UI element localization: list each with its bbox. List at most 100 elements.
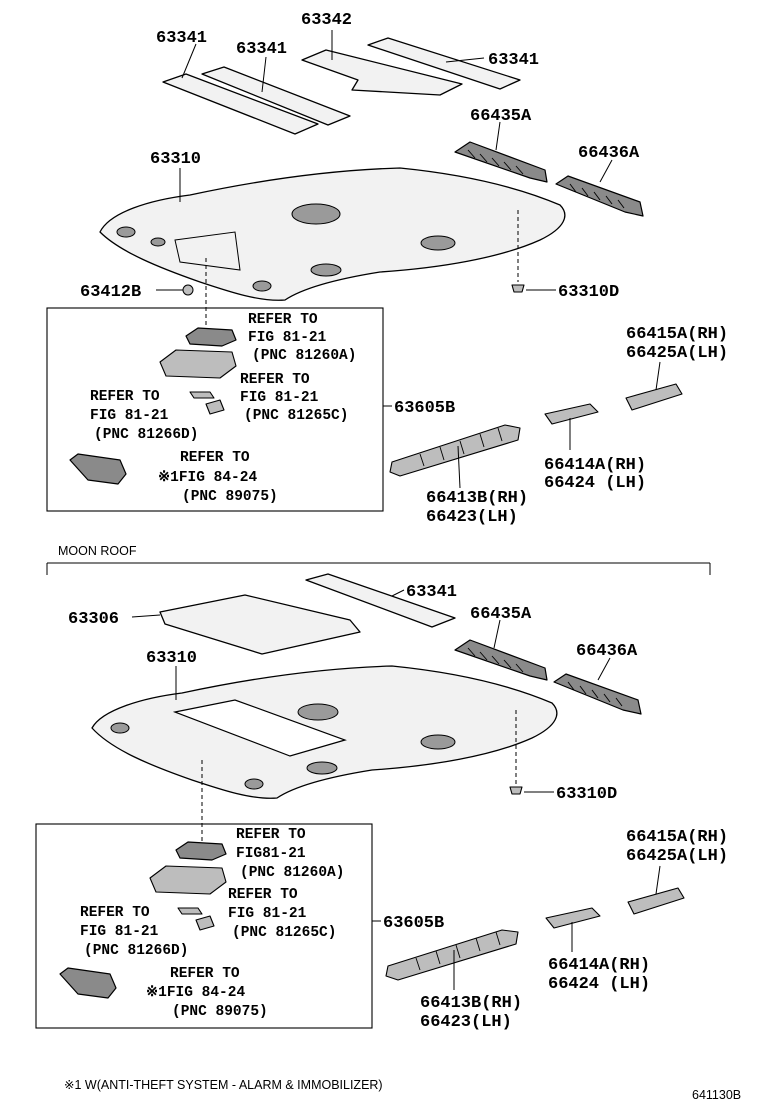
label-66415A-lower: 66415A(RH) <box>626 828 728 847</box>
label-66414A-upper: 66414A(RH) <box>544 456 646 475</box>
ref-lamp-lower: REFER TO FIG81-21 (PNC 81260A) <box>236 827 344 881</box>
label-66414A-lower: 66414A(RH) <box>548 956 650 975</box>
label-63412B: 63412B <box>80 283 141 302</box>
headliner-63310-upper[interactable] <box>99 167 566 301</box>
clip-63310D-upper[interactable] <box>511 284 525 293</box>
bracket-66415A-upper[interactable] <box>625 383 683 411</box>
assist-grip-66435A[interactable] <box>454 141 548 183</box>
lens-lower[interactable] <box>177 907 203 915</box>
svg-text:(PNC 81265C): (PNC 81265C) <box>244 408 348 424</box>
lower-section: 63341 63306 63310 66435A 66436A <box>35 573 728 1032</box>
label-66413B-upper: 66413B(RH) <box>426 489 528 508</box>
map-lamp-upper[interactable] <box>185 327 237 347</box>
intrusion-sensor-lower[interactable] <box>59 967 117 999</box>
small-lens-upper[interactable] <box>205 399 225 415</box>
rail-66413B-upper[interactable] <box>389 424 521 477</box>
label-66436A-lower: 66436A <box>576 642 638 661</box>
label-63342: 63342 <box>301 11 352 30</box>
label-66435A-upper: 66435A <box>470 107 532 126</box>
label-66435A-lower: 66435A <box>470 605 532 624</box>
label-63310-lower: 63310 <box>146 649 197 668</box>
bracket-66414A-upper[interactable] <box>544 403 599 425</box>
small-lens-lower[interactable] <box>195 915 215 931</box>
svg-text:(PNC 81260A): (PNC 81260A) <box>252 348 356 364</box>
label-63341-b: 63341 <box>236 40 287 59</box>
label-63341-a: 63341 <box>156 29 207 48</box>
label-63341-c: 63341 <box>488 51 539 70</box>
rail-66413B-lower[interactable] <box>385 929 519 981</box>
upper-section: 63341 63341 63342 63341 63310 66435A <box>46 11 728 527</box>
mat-63341-right[interactable] <box>367 37 521 90</box>
ref-sensor-lower: REFER TO ※1FIG 84-24 (PNC 89075) <box>146 966 268 1020</box>
label-63310D-lower: 63310D <box>556 785 617 804</box>
svg-text:FIG 81-21: FIG 81-21 <box>228 906 307 922</box>
bracket-66414A-lower[interactable] <box>545 907 601 929</box>
svg-text:(PNC 89075): (PNC 89075) <box>172 1004 268 1020</box>
label-63605B-lower: 63605B <box>383 914 444 933</box>
footnote: ※1 W(ANTI-THEFT SYSTEM - ALARM & IMMOBIL… <box>64 1078 383 1092</box>
label-63310-upper: 63310 <box>150 150 201 169</box>
svg-text:FIG81-21: FIG81-21 <box>236 846 306 862</box>
moon-roof-label: MOON ROOF <box>58 544 137 558</box>
label-66425A-upper: 66425A(LH) <box>626 344 728 363</box>
label-66423-lower: 66423(LH) <box>420 1013 512 1032</box>
svg-text:(PNC 81266D): (PNC 81266D) <box>84 943 188 959</box>
map-lamp-lower[interactable] <box>175 841 227 861</box>
room-lamp-box-lower <box>35 823 373 1029</box>
label-66436A-upper: 66436A <box>578 144 640 163</box>
svg-text:(PNC 89075): (PNC 89075) <box>182 489 278 505</box>
svg-text:REFER TO: REFER TO <box>180 450 250 466</box>
ref-lens-lower: REFER TO FIG 81-21 (PNC 81265C) <box>228 887 336 941</box>
ref-small-lower: REFER TO FIG 81-21 (PNC 81266D) <box>80 905 188 959</box>
ref-sensor-upper: REFER TO ※1FIG 84-24 (PNC 89075) <box>158 450 278 505</box>
label-66413B-lower: 66413B(RH) <box>420 994 522 1013</box>
room-lamp-lower[interactable] <box>149 865 227 895</box>
label-63310D-upper: 63310D <box>558 283 619 302</box>
svg-text:FIG 81-21: FIG 81-21 <box>248 330 327 346</box>
label-66425A-lower: 66425A(LH) <box>626 847 728 866</box>
svg-text:(PNC 81260A): (PNC 81260A) <box>240 865 344 881</box>
label-63306: 63306 <box>68 610 119 629</box>
label-66415A-upper: 66415A(RH) <box>626 325 728 344</box>
moonroof-opening <box>172 699 347 757</box>
bracket-66415A-lower[interactable] <box>627 887 685 915</box>
mat-63342[interactable] <box>301 49 463 96</box>
clip-63412B[interactable] <box>182 284 194 296</box>
svg-text:REFER TO: REFER TO <box>90 389 160 405</box>
svg-text:REFER TO: REFER TO <box>228 887 298 903</box>
svg-text:REFER TO: REFER TO <box>170 966 240 982</box>
svg-text:(PNC 81265C): (PNC 81265C) <box>232 925 336 941</box>
figure-code: 641130B <box>692 1088 741 1102</box>
svg-text:REFER TO: REFER TO <box>236 827 306 843</box>
label-63341-lower: 63341 <box>406 583 457 602</box>
svg-text:※1FIG 84-24: ※1FIG 84-24 <box>146 984 245 1001</box>
svg-text:FIG 81-21: FIG 81-21 <box>90 408 169 424</box>
ref-small-upper: REFER TO FIG 81-21 (PNC 81266D) <box>90 389 198 443</box>
label-66424-upper: 66424 (LH) <box>544 474 646 493</box>
mat-63341-middle[interactable] <box>201 66 351 126</box>
svg-text:REFER TO: REFER TO <box>80 905 150 921</box>
svg-text:(PNC 81266D): (PNC 81266D) <box>94 427 198 443</box>
ref-lens-upper: REFER TO FIG 81-21 (PNC 81265C) <box>240 372 348 424</box>
room-lamp-upper[interactable] <box>159 349 237 379</box>
svg-text:FIG 81-21: FIG 81-21 <box>240 390 319 406</box>
label-66423-upper: 66423(LH) <box>426 508 518 527</box>
assist-grip-66436A-lower[interactable] <box>553 673 642 715</box>
svg-text:REFER TO: REFER TO <box>248 312 318 328</box>
lens-upper[interactable] <box>189 391 215 399</box>
assist-grip-66436A[interactable] <box>555 175 644 217</box>
overhead-console-opening <box>291 203 341 225</box>
svg-text:REFER TO: REFER TO <box>240 372 310 388</box>
mat-63341-lower[interactable] <box>305 573 456 628</box>
assist-grip-66435A-lower[interactable] <box>454 639 548 681</box>
clip-63310D-lower[interactable] <box>509 786 523 795</box>
svg-text:FIG 81-21: FIG 81-21 <box>80 924 159 940</box>
sunshade-63306[interactable] <box>159 594 361 655</box>
mat-63341-left[interactable] <box>162 73 319 135</box>
label-63605B-upper: 63605B <box>394 399 455 418</box>
label-66424-lower: 66424 (LH) <box>548 975 650 994</box>
ref-lamp-upper: REFER TO FIG 81-21 (PNC 81260A) <box>248 312 356 364</box>
intrusion-sensor-upper[interactable] <box>69 453 127 485</box>
svg-text:※1FIG 84-24: ※1FIG 84-24 <box>158 469 257 486</box>
